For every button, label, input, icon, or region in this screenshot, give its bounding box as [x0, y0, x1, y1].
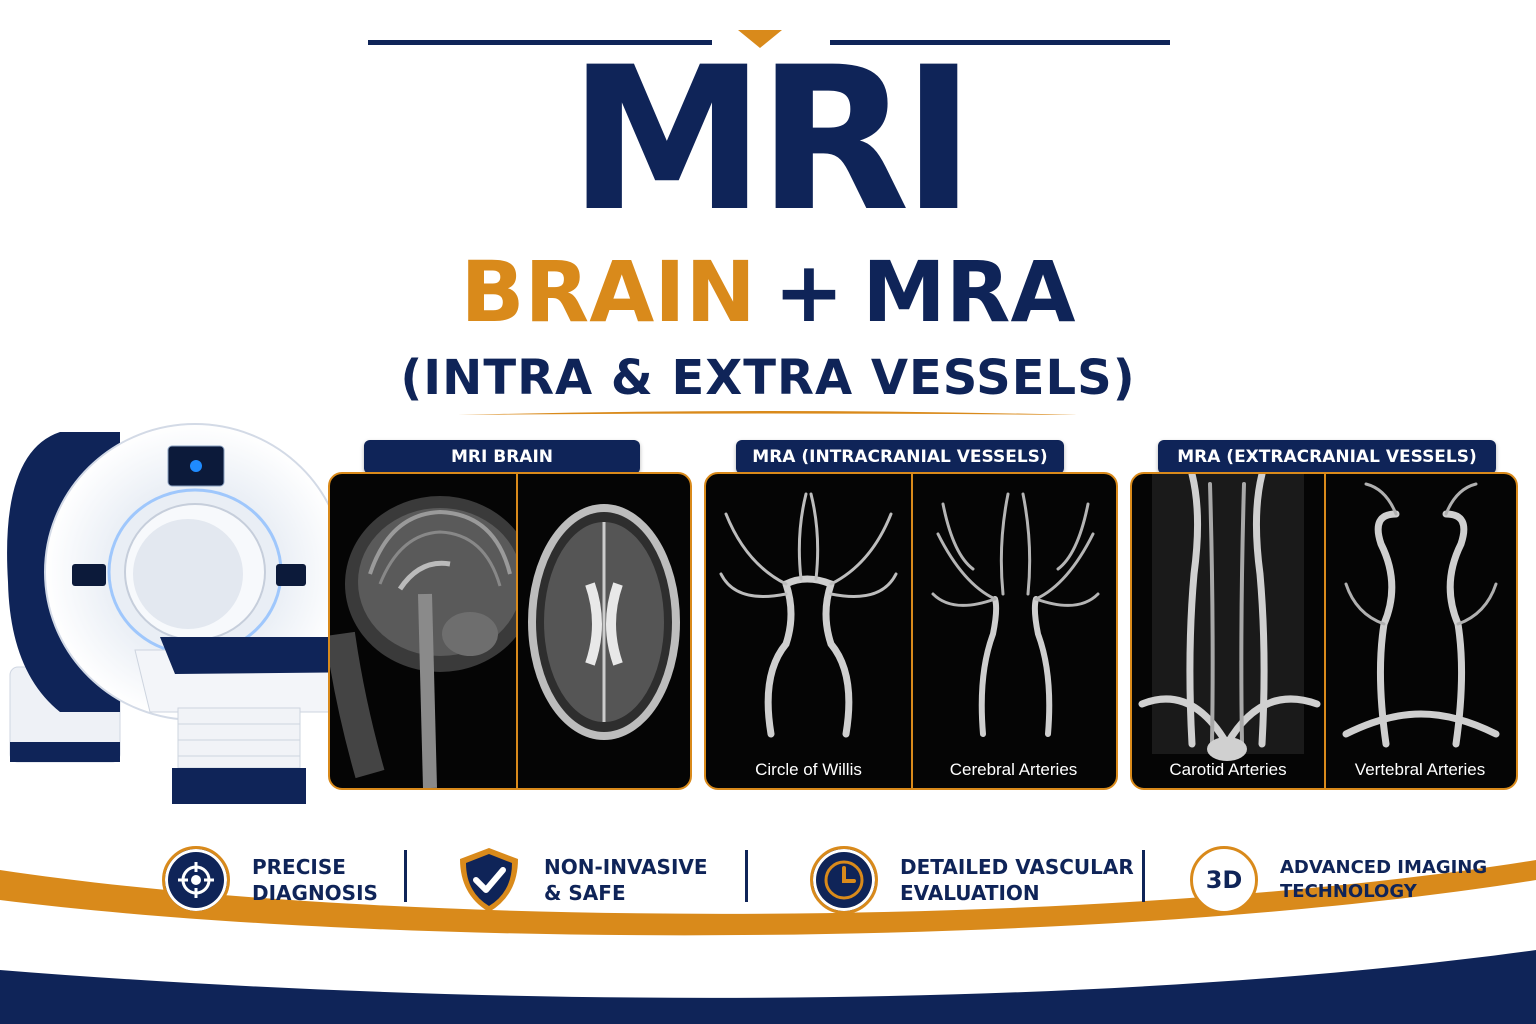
chevron-accent-icon: [738, 30, 782, 48]
feature-precise-diagnosis: PRECISE DIAGNOSIS: [162, 845, 378, 915]
feature-line2: DIAGNOSIS: [252, 881, 378, 905]
subtitle-mra: MRA: [862, 243, 1076, 341]
panel-divider: [516, 474, 518, 788]
feature-line2: TECHNOLOGY: [1280, 881, 1417, 902]
feature-line1: PRECISE: [252, 855, 346, 879]
panel-mra-intracranial: Circle of Willis Cerebral Arteries: [704, 472, 1118, 790]
title-top-line-left: [368, 40, 712, 45]
feature-line2: EVALUATION: [900, 881, 1040, 905]
feature-label: DETAILED VASCULAR EVALUATION: [900, 854, 1134, 906]
feature-line2: & SAFE: [544, 881, 626, 905]
title-top-line-right: [830, 40, 1170, 45]
subtitle-brain: BRAIN: [460, 243, 756, 341]
feature-detailed-vascular: DETAILED VASCULAR EVALUATION: [810, 845, 1134, 915]
carotid-arteries-scan: [1138, 474, 1321, 761]
bottom-wave-decoration: [0, 860, 1536, 1024]
subtitle-line: BRAIN+MRA: [0, 244, 1536, 340]
panel-mri-brain: [328, 472, 692, 790]
feature-separator: [1142, 850, 1145, 902]
feature-line1: NON-INVASIVE: [544, 855, 708, 879]
caption-cerebral-arteries: Cerebral Arteries: [949, 760, 1078, 779]
panel-header-mra-extracranial: MRA (EXTRACRANIAL VESSELS): [1158, 440, 1496, 474]
feature-label: ADVANCED IMAGING TECHNOLOGY: [1280, 856, 1487, 904]
panel-divider: [911, 474, 913, 788]
clock-icon: [810, 846, 878, 914]
feature-non-invasive: NON-INVASIVE & SAFE: [456, 845, 708, 915]
feature-line1: ADVANCED IMAGING: [1280, 857, 1488, 878]
feature-line1: DETAILED VASCULAR: [900, 855, 1134, 879]
caption-carotid-arteries: Carotid Arteries: [1169, 760, 1287, 779]
cerebral-arteries-scan: [931, 492, 1100, 737]
mri-scanner-illustration: [7, 423, 386, 804]
subtitle-plus: +: [773, 243, 845, 341]
caption-circle-of-willis: Circle of Willis: [755, 760, 862, 779]
3d-icon-label: 3D: [1205, 866, 1243, 894]
title-underline: [458, 411, 1078, 415]
feature-separator: [745, 850, 748, 902]
feature-label: NON-INVASIVE & SAFE: [544, 854, 708, 906]
panel-header-mra-intracranial: MRA (INTRACRANIAL VESSELS): [736, 440, 1064, 474]
feature-separator: [404, 850, 407, 902]
vertebral-arteries-scan: [1342, 482, 1500, 748]
feature-advanced-imaging: 3D ADVANCED IMAGING TECHNOLOGY: [1190, 845, 1487, 915]
3d-icon: 3D: [1190, 846, 1258, 914]
caption-vertebral-arteries: Vertebral Arteries: [1354, 760, 1486, 779]
feature-label: PRECISE DIAGNOSIS: [252, 854, 378, 906]
main-title: MRI: [568, 24, 975, 255]
circle-of-willis-scan: [719, 492, 898, 738]
axial-brain-scan: [528, 504, 680, 740]
subtitle-vessels: (INTRA & EXTRA VESSELS): [400, 350, 1136, 406]
shield-check-icon: [460, 848, 518, 912]
target-icon: [162, 846, 230, 914]
sagittal-brain-scan: [330, 496, 516, 788]
panel-divider: [1324, 474, 1326, 788]
panel-header-mri-brain: MRI BRAIN: [364, 440, 640, 474]
panel-mra-extracranial: Carotid Arteries Vertebral Arteries: [1130, 472, 1518, 790]
